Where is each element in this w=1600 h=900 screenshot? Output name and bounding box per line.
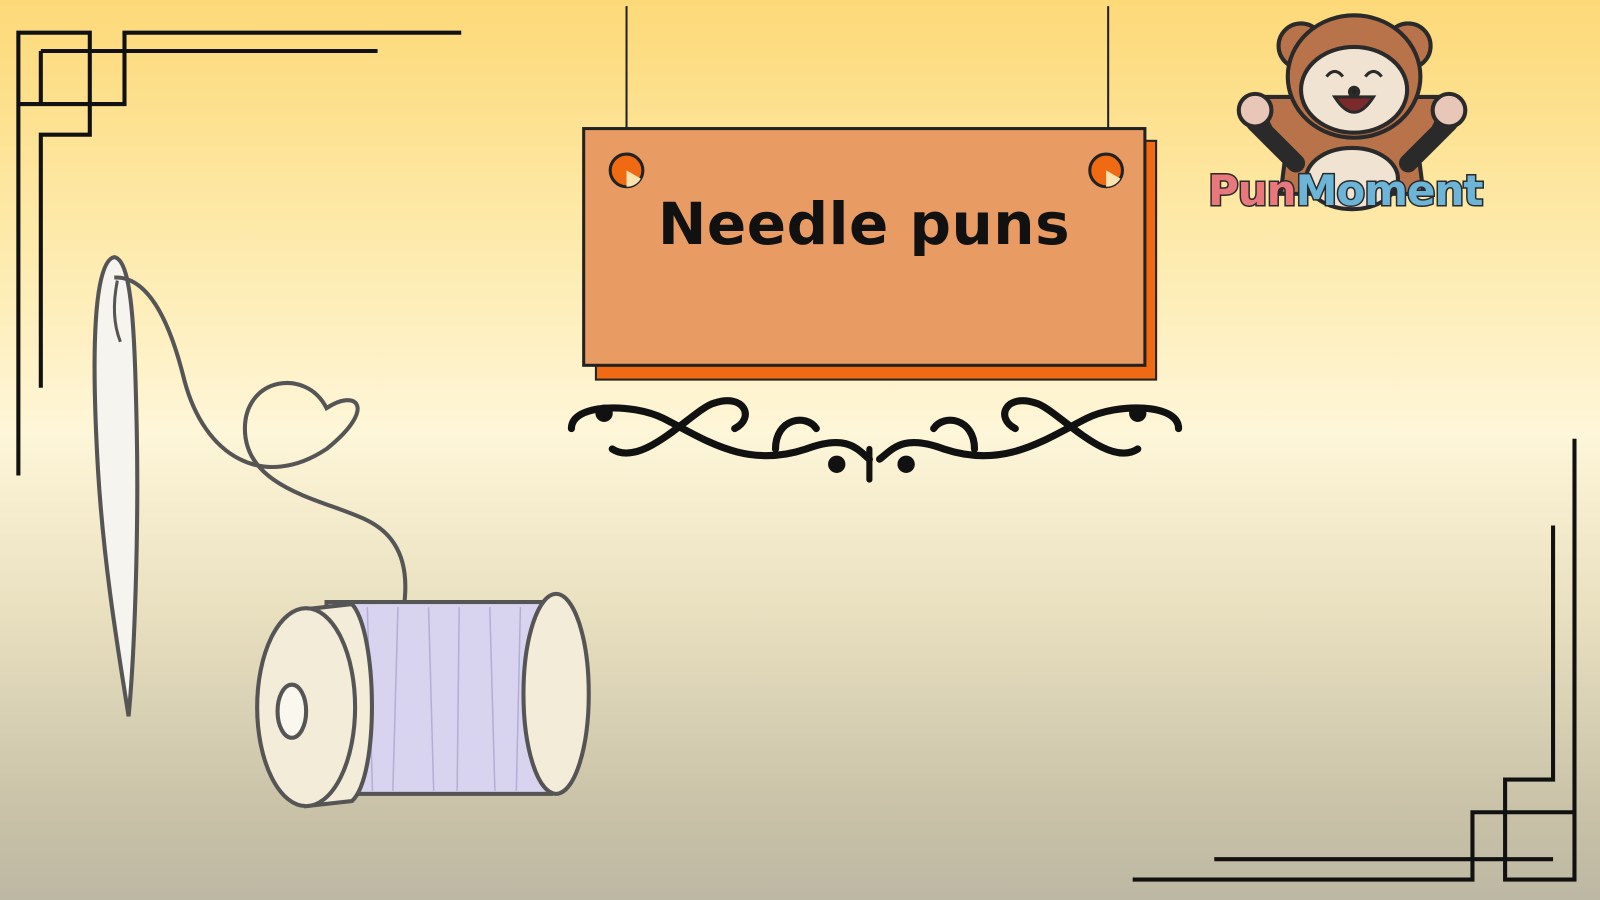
floral-ornament (567, 397, 1183, 483)
sign-title: Needle puns (657, 190, 1071, 258)
logo-text-pun: Pun (1207, 165, 1299, 217)
needle-icon (92, 255, 140, 717)
thread-line (114, 275, 408, 613)
monkey-mascot-logo (1236, 13, 1468, 212)
sign-hole-left (608, 152, 645, 189)
logo-text-moment: Moment (1294, 165, 1485, 217)
sign-board (582, 127, 1147, 367)
thread-spool-icon (255, 591, 591, 809)
punmoment-logo-text: PunMoment (1207, 165, 1485, 217)
corner-frame-top-left (16, 30, 462, 476)
corner-frame-bottom-right (1132, 438, 1577, 882)
sign-hole-right (1088, 152, 1124, 189)
